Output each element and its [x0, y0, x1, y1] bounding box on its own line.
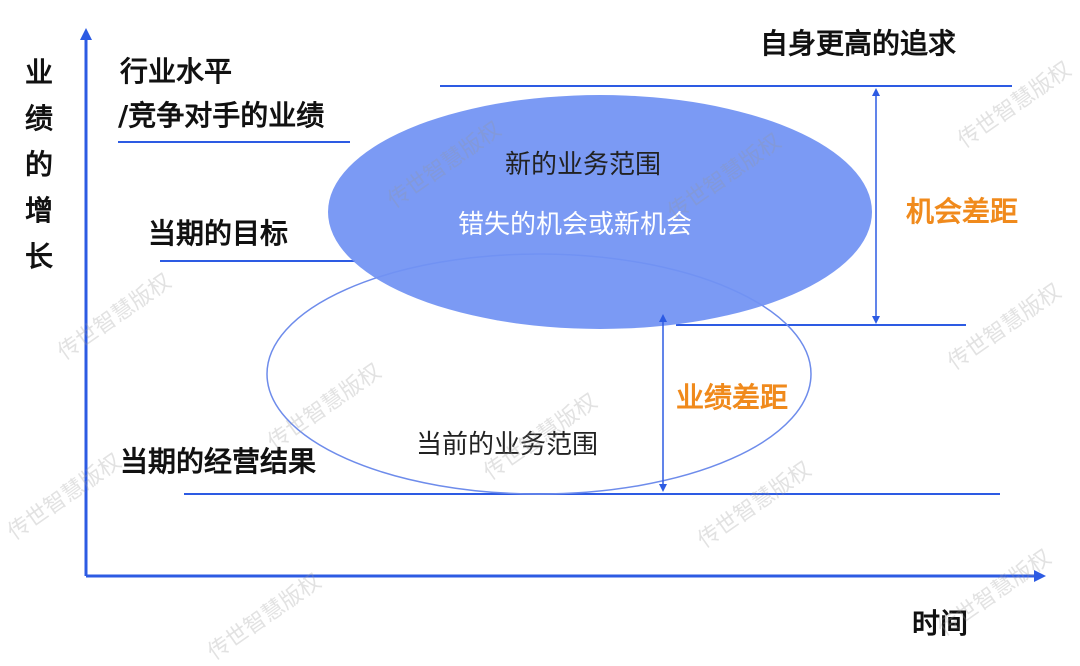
current-target-label: 当期的目标: [148, 217, 289, 250]
new-scope-subtitle: 错失的机会或新机会: [458, 210, 693, 240]
performance-gap-label: 业绩差距: [676, 381, 789, 414]
higher-pursuit-label: 自身更高的追求: [760, 27, 957, 60]
industry-level-label-line1: 行业水平: [120, 55, 233, 88]
y-axis-title: 业绩的增长: [24, 56, 53, 273]
opportunity-gap-label: 机会差距: [906, 195, 1019, 228]
x-axis-title: 时间: [912, 607, 969, 640]
industry-level-label-line2: /竞争对手的业绩: [118, 99, 325, 132]
new-scope-ellipse: [328, 95, 872, 329]
current-scope-label: 当前的业务范围: [416, 430, 599, 460]
current-result-label: 当期的经营结果: [120, 445, 317, 478]
new-scope-title: 新的业务范围: [505, 150, 662, 180]
